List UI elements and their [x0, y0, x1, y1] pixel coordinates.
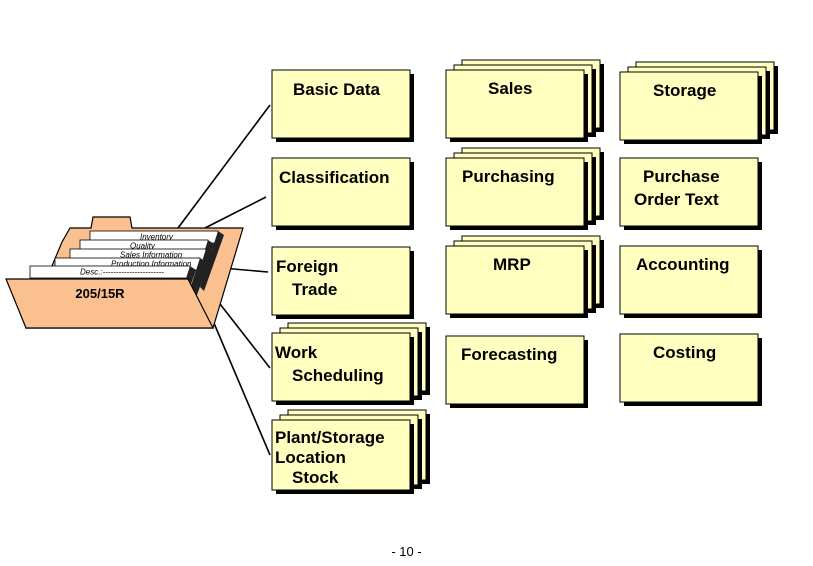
view-foreign-trade-label: Foreign: [276, 257, 338, 276]
folder-front: [5, 278, 214, 329]
view-box: [271, 69, 411, 139]
view-box: [445, 245, 585, 315]
view-basic-data: Basic Data: [271, 69, 414, 142]
view-box: [445, 335, 585, 405]
view-plant-storage-label: Location: [275, 448, 346, 467]
view-box: [619, 333, 759, 403]
connector-line: [177, 104, 271, 229]
connector-line: [212, 294, 271, 369]
view-forecasting-label: Forecasting: [461, 345, 557, 364]
view-box: [445, 69, 585, 139]
view-plant-storage-label: Stock: [292, 468, 339, 487]
view-plant-storage-label: Plant/Storage: [275, 428, 385, 447]
folder-tab-label: Desc.:-----------------------: [80, 268, 164, 277]
view-work-scheduling-label: Work: [275, 343, 318, 362]
view-sales-label: Sales: [488, 79, 532, 98]
view-box: [619, 245, 759, 315]
folder-label: 205/15R: [75, 286, 125, 301]
view-box: [271, 246, 411, 316]
view-accounting: Accounting: [619, 245, 762, 318]
view-box: [619, 71, 759, 141]
folder-tab-label: Production Information: [111, 260, 192, 269]
view-sales: Sales: [445, 59, 604, 142]
connector-line: [204, 301, 271, 456]
folder-tab-label: Sales Information: [120, 251, 183, 260]
folder-card-edge: [200, 231, 224, 291]
view-mrp: MRP: [445, 235, 604, 318]
view-costing: Costing: [619, 333, 762, 406]
folder-tab-label: Quality: [130, 242, 156, 251]
view-basic-data-label: Basic Data: [293, 80, 380, 99]
view-costing-label: Costing: [653, 343, 716, 362]
view-accounting-label: Accounting: [636, 255, 730, 274]
view-box: [271, 419, 411, 491]
view-classification-label: Classification: [279, 168, 390, 187]
view-box: [445, 157, 585, 227]
view-purchase-order-text-label: Order Text: [634, 190, 719, 209]
view-storage-label: Storage: [653, 81, 716, 100]
view-purchase-order-text-label: Purchase: [643, 167, 720, 186]
view-box: [619, 157, 759, 227]
page-number: - 10 -: [391, 544, 422, 559]
view-foreign-trade-label: Trade: [292, 280, 337, 299]
folder-tab-label: Inventory: [140, 233, 174, 242]
view-work-scheduling-label: Scheduling: [292, 366, 384, 385]
view-storage: Storage: [619, 61, 778, 144]
view-mrp-label: MRP: [493, 255, 531, 274]
view-classification: Classification: [271, 157, 414, 230]
view-box: [271, 157, 411, 227]
view-box: [271, 332, 411, 402]
view-purchasing: Purchasing: [445, 147, 604, 230]
view-boxes: Basic DataClassificationForeignTradeWork…: [271, 59, 778, 494]
connector-line: [204, 196, 267, 229]
view-forecasting: Forecasting: [445, 335, 588, 408]
view-purchasing-label: Purchasing: [462, 167, 555, 186]
